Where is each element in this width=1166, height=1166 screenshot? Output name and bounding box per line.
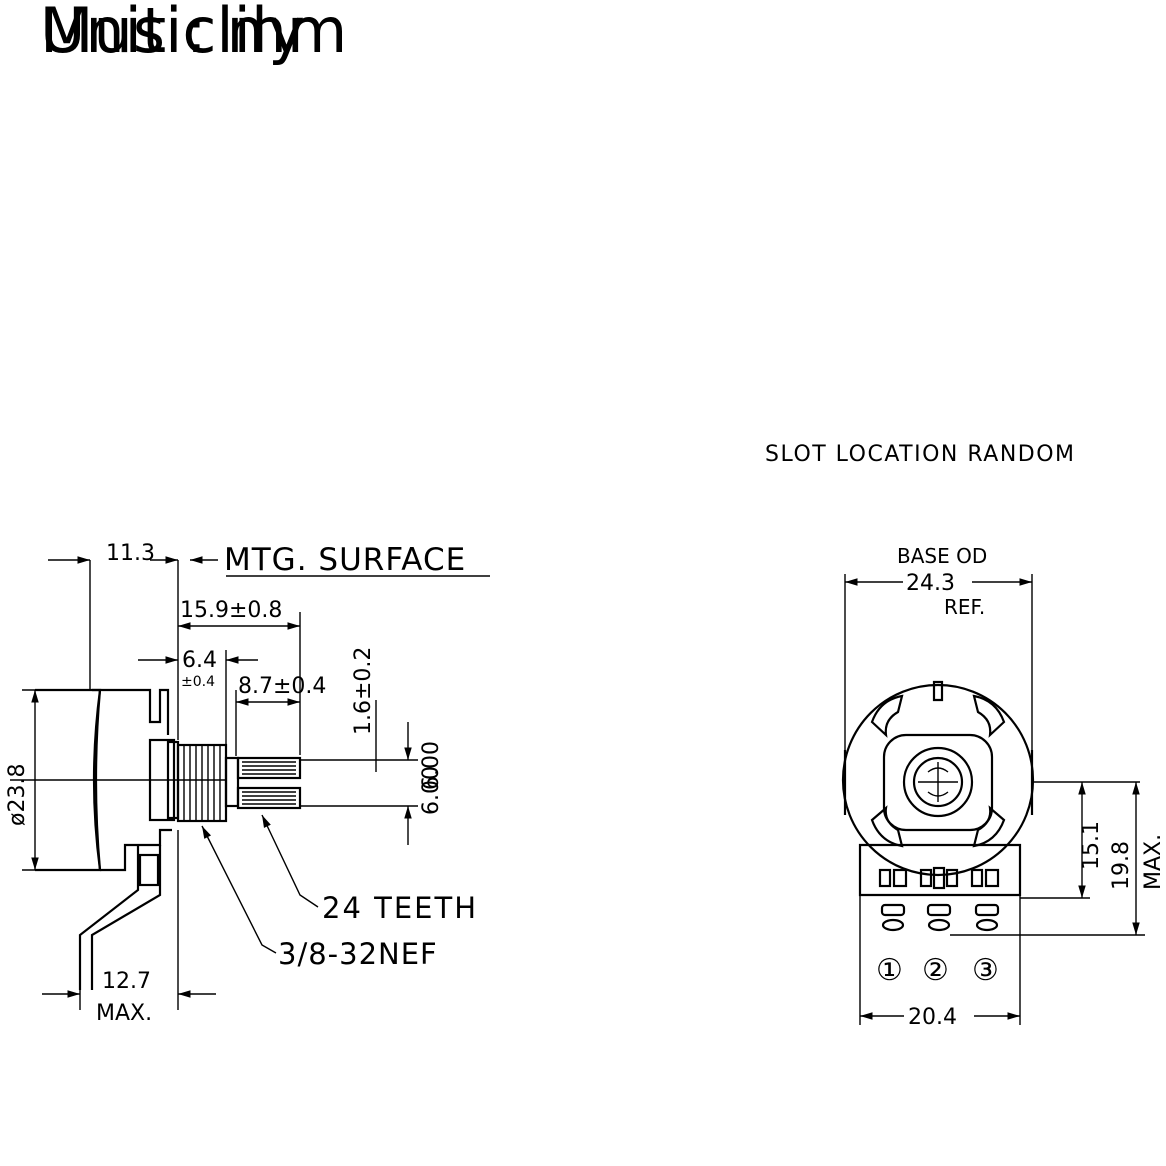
shaft-front (912, 756, 964, 808)
dim-body-dia: ø23.8 (5, 764, 30, 826)
bushing-thread (183, 745, 221, 821)
knurl-teeth (242, 761, 296, 805)
terminal-lug (78, 845, 140, 990)
dim-lug-max-label: MAX. (96, 1001, 152, 1026)
body-bottom (100, 828, 172, 872)
unit-label: Unit : mm (40, 0, 348, 67)
dim-slot: 1.6±0.2 (351, 647, 376, 735)
disc-slot-tl (870, 694, 904, 738)
dim-max-height-label: MAX. (1141, 834, 1166, 890)
shaft-tip (300, 759, 375, 807)
dim-shaft-dia-2: 6.00 (419, 766, 444, 815)
dim-overall-depth: 11.3 (106, 541, 155, 566)
dim-shaft-length: 15.9±0.8 (180, 598, 282, 623)
label-teeth: 24 TEETH (322, 891, 478, 925)
front-view: SLOT LOCATION RANDOM BASE OD 24.3 REF. (765, 442, 1166, 1030)
brand-title: Musiclily (40, 0, 305, 67)
ext-line-shaft-dia (375, 759, 418, 807)
shaft-collar (224, 756, 240, 808)
terminal-lug-edge (90, 845, 162, 990)
dim-bushing: 6.4 (182, 648, 217, 673)
base-od-label: BASE OD (897, 544, 987, 568)
bushing-hole (902, 746, 974, 818)
dim-pin-height: 15.1 (1079, 821, 1104, 870)
bushing-front (882, 733, 994, 832)
terminal-1: ① (876, 953, 903, 988)
dim-knurl: 8.7±0.4 (238, 674, 326, 699)
shaft-knurl-front (927, 767, 949, 797)
leader-thread (201, 825, 277, 954)
terminal-3: ③ (972, 953, 999, 988)
terminal-lugs (880, 903, 1000, 932)
base-od-ref: REF. (944, 595, 985, 619)
ext-line-base-od (844, 574, 1033, 785)
side-view: 11.3 MTG. SURFACE 15.9±0.8 6.4 ±0.4 8.7±… (5, 541, 490, 1026)
dim-lug-max: 12.7 (102, 969, 151, 994)
dim-shaft-dia: 6.00 (419, 741, 444, 790)
slot-location-note: SLOT LOCATION RANDOM (765, 442, 1076, 467)
terminal-lug-hole (138, 853, 160, 887)
mtg-surface-label: MTG. SURFACE (224, 542, 466, 578)
dim-max-height: 19.8 (1109, 841, 1134, 890)
dim-width: 20.4 (908, 1005, 957, 1030)
leader-teeth (261, 814, 319, 908)
disc-slot-top (932, 680, 944, 702)
dim-base-od: 24.3 (906, 571, 955, 596)
disc-slot-br (972, 805, 1006, 848)
label-thread: 3/8-32NEF (278, 937, 438, 971)
terminal-2: ② (922, 953, 949, 988)
ext-line-width (859, 895, 1021, 1025)
disc-slot-bl (870, 805, 904, 848)
body-top (92, 688, 170, 735)
dim-bushing-tol: ±0.4 (181, 674, 215, 690)
terminal-rivets (878, 866, 1000, 890)
shaft-knurl-top (236, 756, 302, 780)
shaft-knurl-bottom (236, 786, 302, 810)
disc-slot-tr (972, 694, 1006, 738)
